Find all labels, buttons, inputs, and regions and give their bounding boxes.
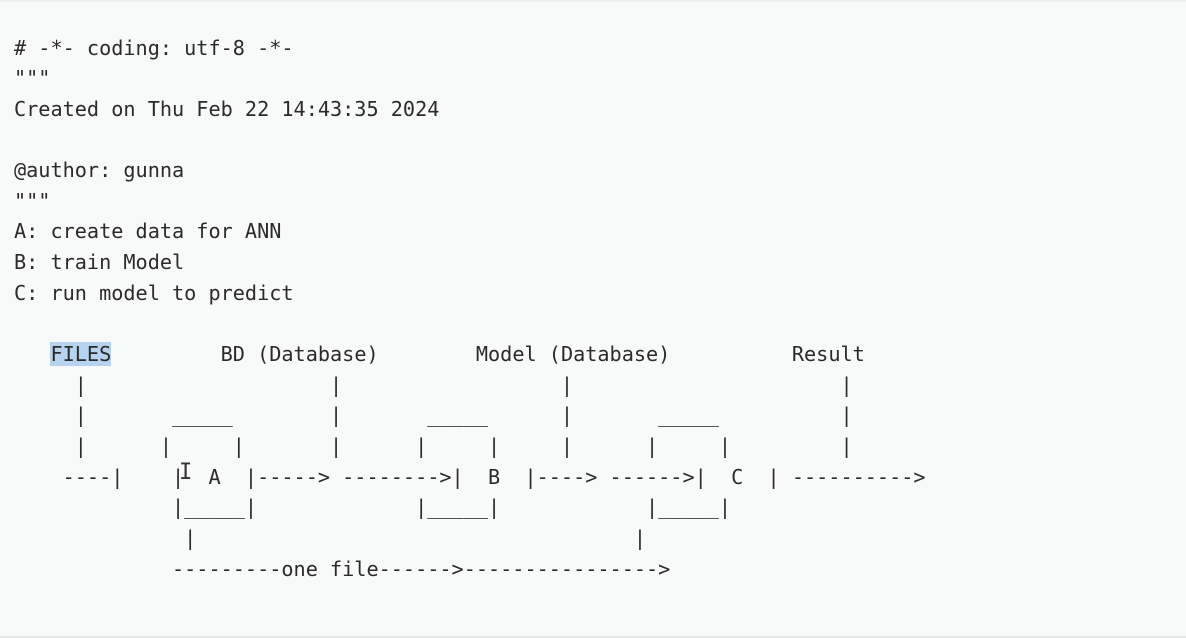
diagram-line-5: |_____| |_____| |_____| xyxy=(14,495,732,519)
code-line-8: B: train Model xyxy=(14,250,185,274)
diagram-line-6: | | xyxy=(14,526,647,550)
code-line-7: A: create data for ANN xyxy=(14,219,282,243)
code-line-3: Created on Thu Feb 22 14:43:35 2024 xyxy=(14,97,440,121)
diagram-line-2: | _____ | _____ | _____ | xyxy=(14,403,853,427)
code-line-5: @author: gunna xyxy=(14,158,185,182)
selected-text-files[interactable]: FILES xyxy=(50,342,112,366)
diagram-line-3: | | | | | | | | | | xyxy=(14,434,853,458)
code-line-indent xyxy=(14,342,50,366)
diagram-header-labels: BD (Database) Model (Database) Result xyxy=(111,342,865,366)
text-cursor-icon: I xyxy=(179,460,193,485)
diagram-line-1: | | | | xyxy=(14,373,853,397)
code-line-2: """ xyxy=(14,66,51,90)
code-line-1: # -*- coding: utf-8 -*- xyxy=(14,36,294,60)
diagram-line-4: ----| | A |-----> -------->| B |----> --… xyxy=(14,465,926,489)
code-line-6: """ xyxy=(14,189,51,213)
diagram-line-7: ---------one file------>----------------… xyxy=(14,557,671,581)
diagram-header-line: FILES BD (Database) Model (Database) Res… xyxy=(14,339,865,370)
code-line-9: C: run model to predict xyxy=(14,281,294,305)
